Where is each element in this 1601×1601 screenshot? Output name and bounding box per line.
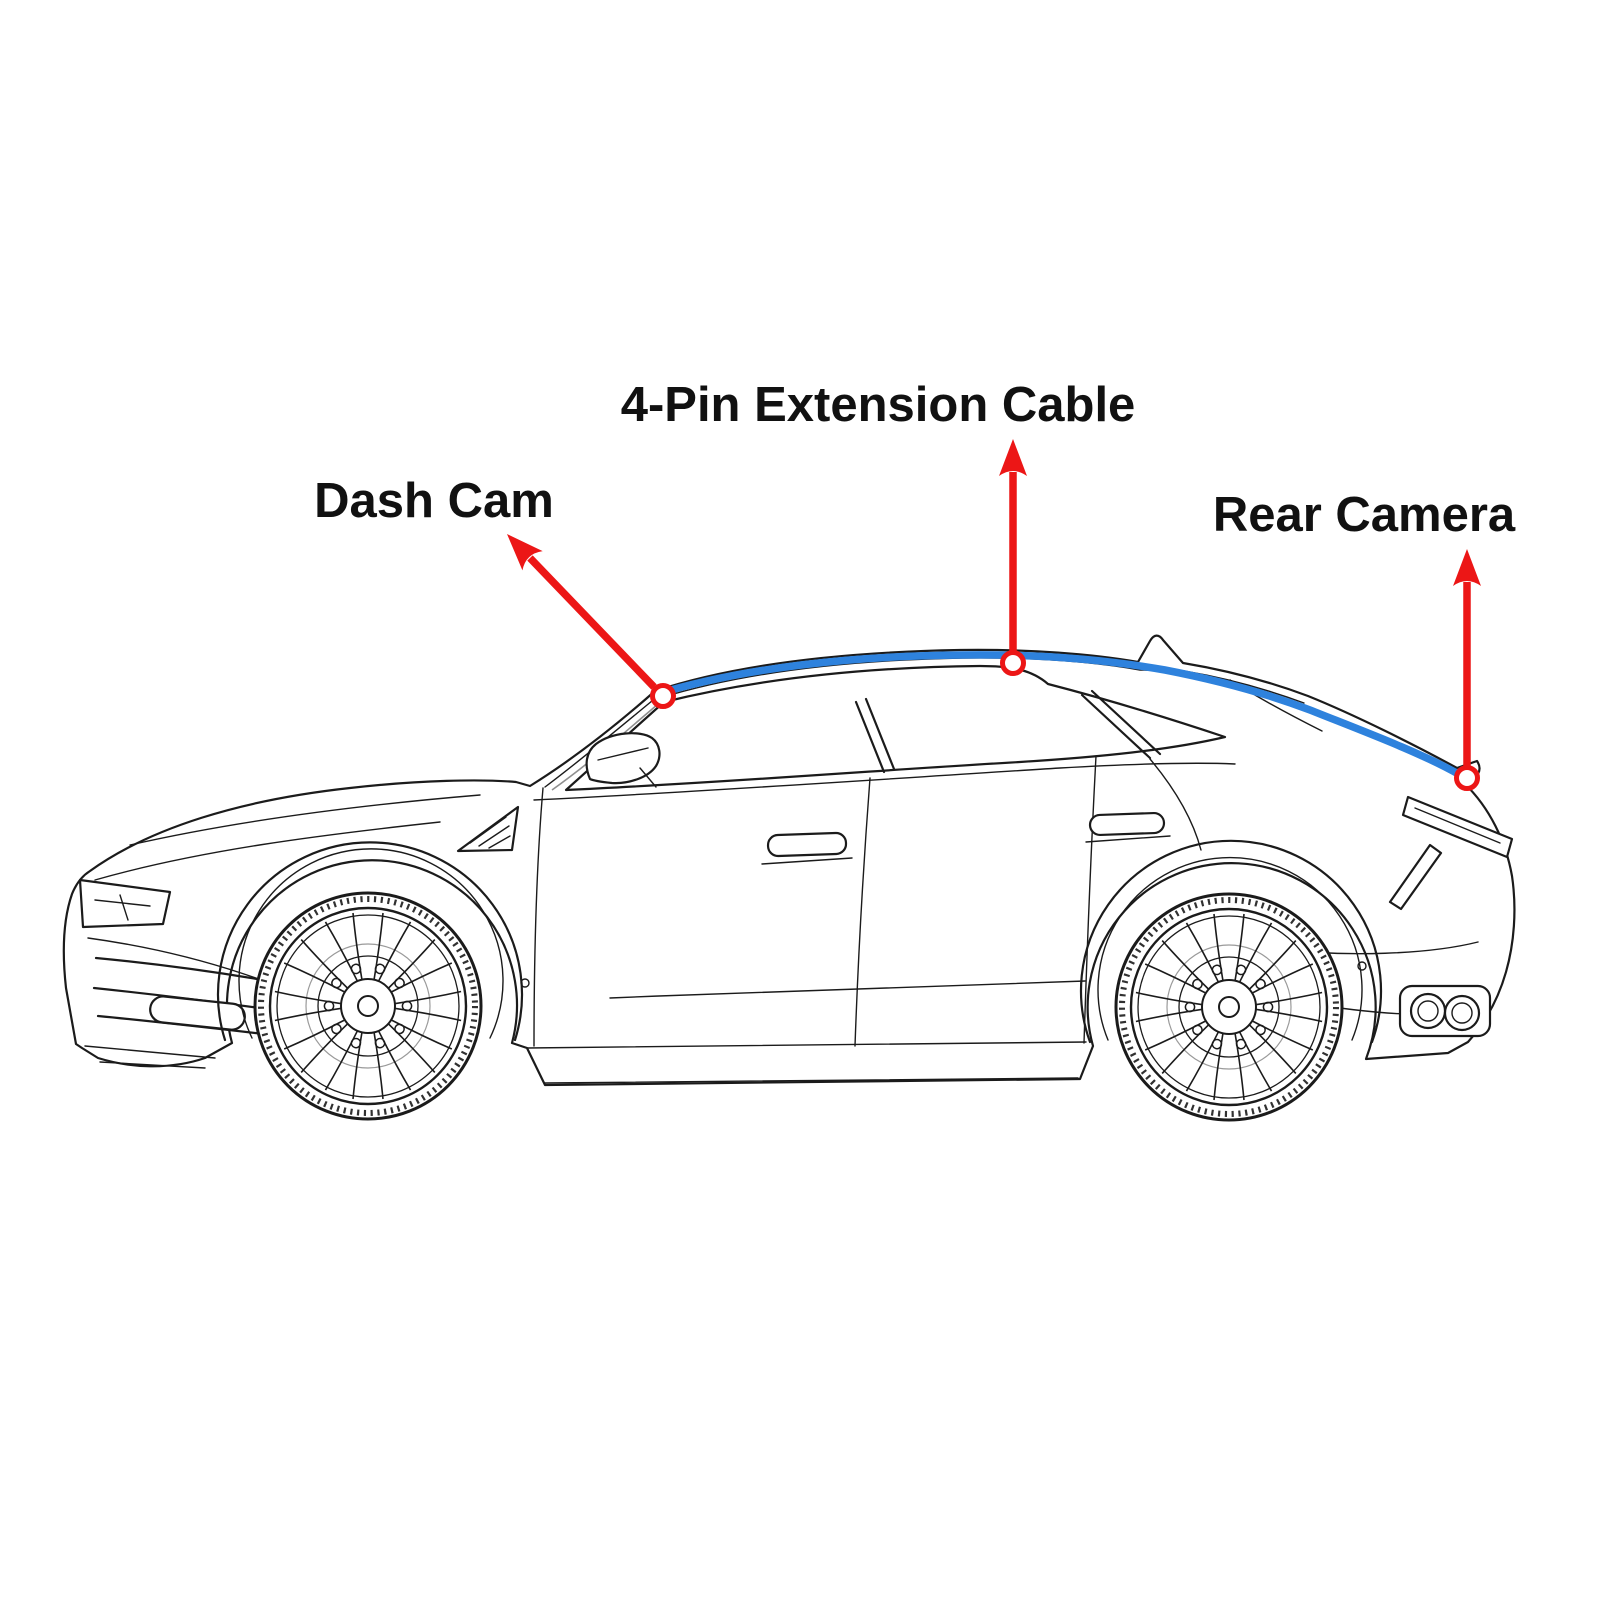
fender-vent-slats xyxy=(469,816,511,849)
doors xyxy=(533,755,1171,1047)
dash-cam-marker xyxy=(650,683,676,709)
extension-cable-arrowhead xyxy=(999,439,1027,476)
dash-cam-label: Dash Cam xyxy=(314,474,554,528)
taillight-detail xyxy=(1414,807,1501,844)
callout-extension-cable: 4-Pin Extension Cable xyxy=(621,378,1136,676)
rear-haunch-line xyxy=(1149,758,1202,851)
c-pillar xyxy=(1080,689,1162,760)
exhaust-tip-left-inner xyxy=(1417,1000,1439,1022)
front-door-handle-recess xyxy=(761,857,853,865)
extension-cable-line xyxy=(650,651,1464,779)
front-fender-vent xyxy=(456,805,520,853)
rear-door-handle xyxy=(1088,811,1166,837)
shoulder-line xyxy=(533,762,1236,801)
front-wheel xyxy=(255,893,481,1119)
side-mirror xyxy=(585,732,661,788)
wheel-arches xyxy=(216,839,1383,1044)
extension-cable-label: 4-Pin Extension Cable xyxy=(621,378,1136,432)
splitter-lines xyxy=(84,1045,216,1069)
headlight-detail xyxy=(94,894,151,921)
extension-cable-marker xyxy=(1000,650,1026,676)
callout-dash-cam: Dash Cam xyxy=(314,474,676,709)
body-lines xyxy=(526,758,1236,1084)
front-arch-flare-inner xyxy=(238,848,504,1039)
rear-arch-flare xyxy=(1079,839,1383,1044)
front-door-handle xyxy=(766,831,848,858)
rear-quarter-blade xyxy=(1388,843,1443,911)
rear-wheel xyxy=(1116,894,1342,1120)
b-pillar xyxy=(854,697,896,774)
door-bottom-crease xyxy=(609,980,1086,999)
rear-camera-arrowhead xyxy=(1453,549,1481,586)
dash-cam-arrow-line xyxy=(527,555,657,690)
rear-parking-sensor xyxy=(1357,961,1367,971)
rear-door-handle-recess xyxy=(1085,835,1171,843)
exhaust-tip-left xyxy=(1409,992,1447,1030)
hood-crease xyxy=(94,794,481,881)
exhaust-tip-right-inner xyxy=(1451,1002,1473,1024)
rear-arch-flare-inner xyxy=(1097,856,1363,1041)
taillight xyxy=(1401,795,1514,859)
mirror-stalk xyxy=(597,747,657,788)
mirror-housing xyxy=(585,732,661,785)
fender-vent-outline xyxy=(456,805,520,853)
rear-fascia xyxy=(1261,795,1514,1038)
rear-door-seam xyxy=(1083,755,1097,1044)
sill-line xyxy=(526,1041,1087,1084)
front-door-seam xyxy=(533,777,871,1047)
front-arch-flare xyxy=(216,841,524,1042)
exhaust-tip-right xyxy=(1443,994,1481,1032)
callout-rear-camera: Rear Camera xyxy=(1213,488,1516,791)
rear-camera-label: Rear Camera xyxy=(1213,488,1516,542)
car-body-outline xyxy=(62,634,1516,1087)
rear-camera-marker xyxy=(1454,765,1480,791)
car-illustration xyxy=(62,634,1516,1120)
side-windows-outline xyxy=(564,664,1227,792)
